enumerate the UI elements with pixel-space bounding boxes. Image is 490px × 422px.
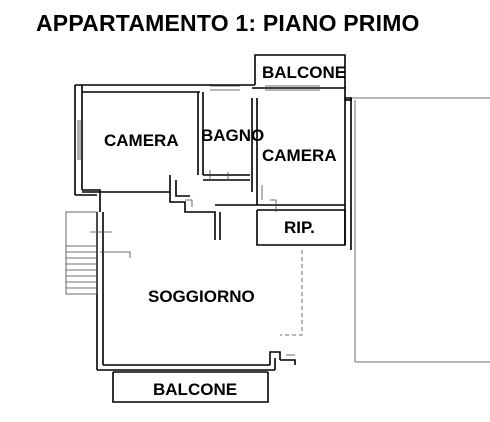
room-label-soggiorno: SOGGIORNO — [148, 287, 255, 306]
room-label-balcone-top: BALCONE — [262, 63, 346, 82]
plan-title: APPARTAMENTO 1: PIANO PRIMO — [36, 10, 420, 36]
room-label-bagno: BAGNO — [201, 126, 264, 145]
floor-plan-details — [65, 85, 490, 363]
room-label-rip: RIP. — [284, 218, 315, 237]
room-label-camera-left: CAMERA — [104, 131, 179, 150]
room-label-camera-right: CAMERA — [262, 146, 337, 165]
room-label-balcone-bottom: BALCONE — [153, 380, 237, 399]
